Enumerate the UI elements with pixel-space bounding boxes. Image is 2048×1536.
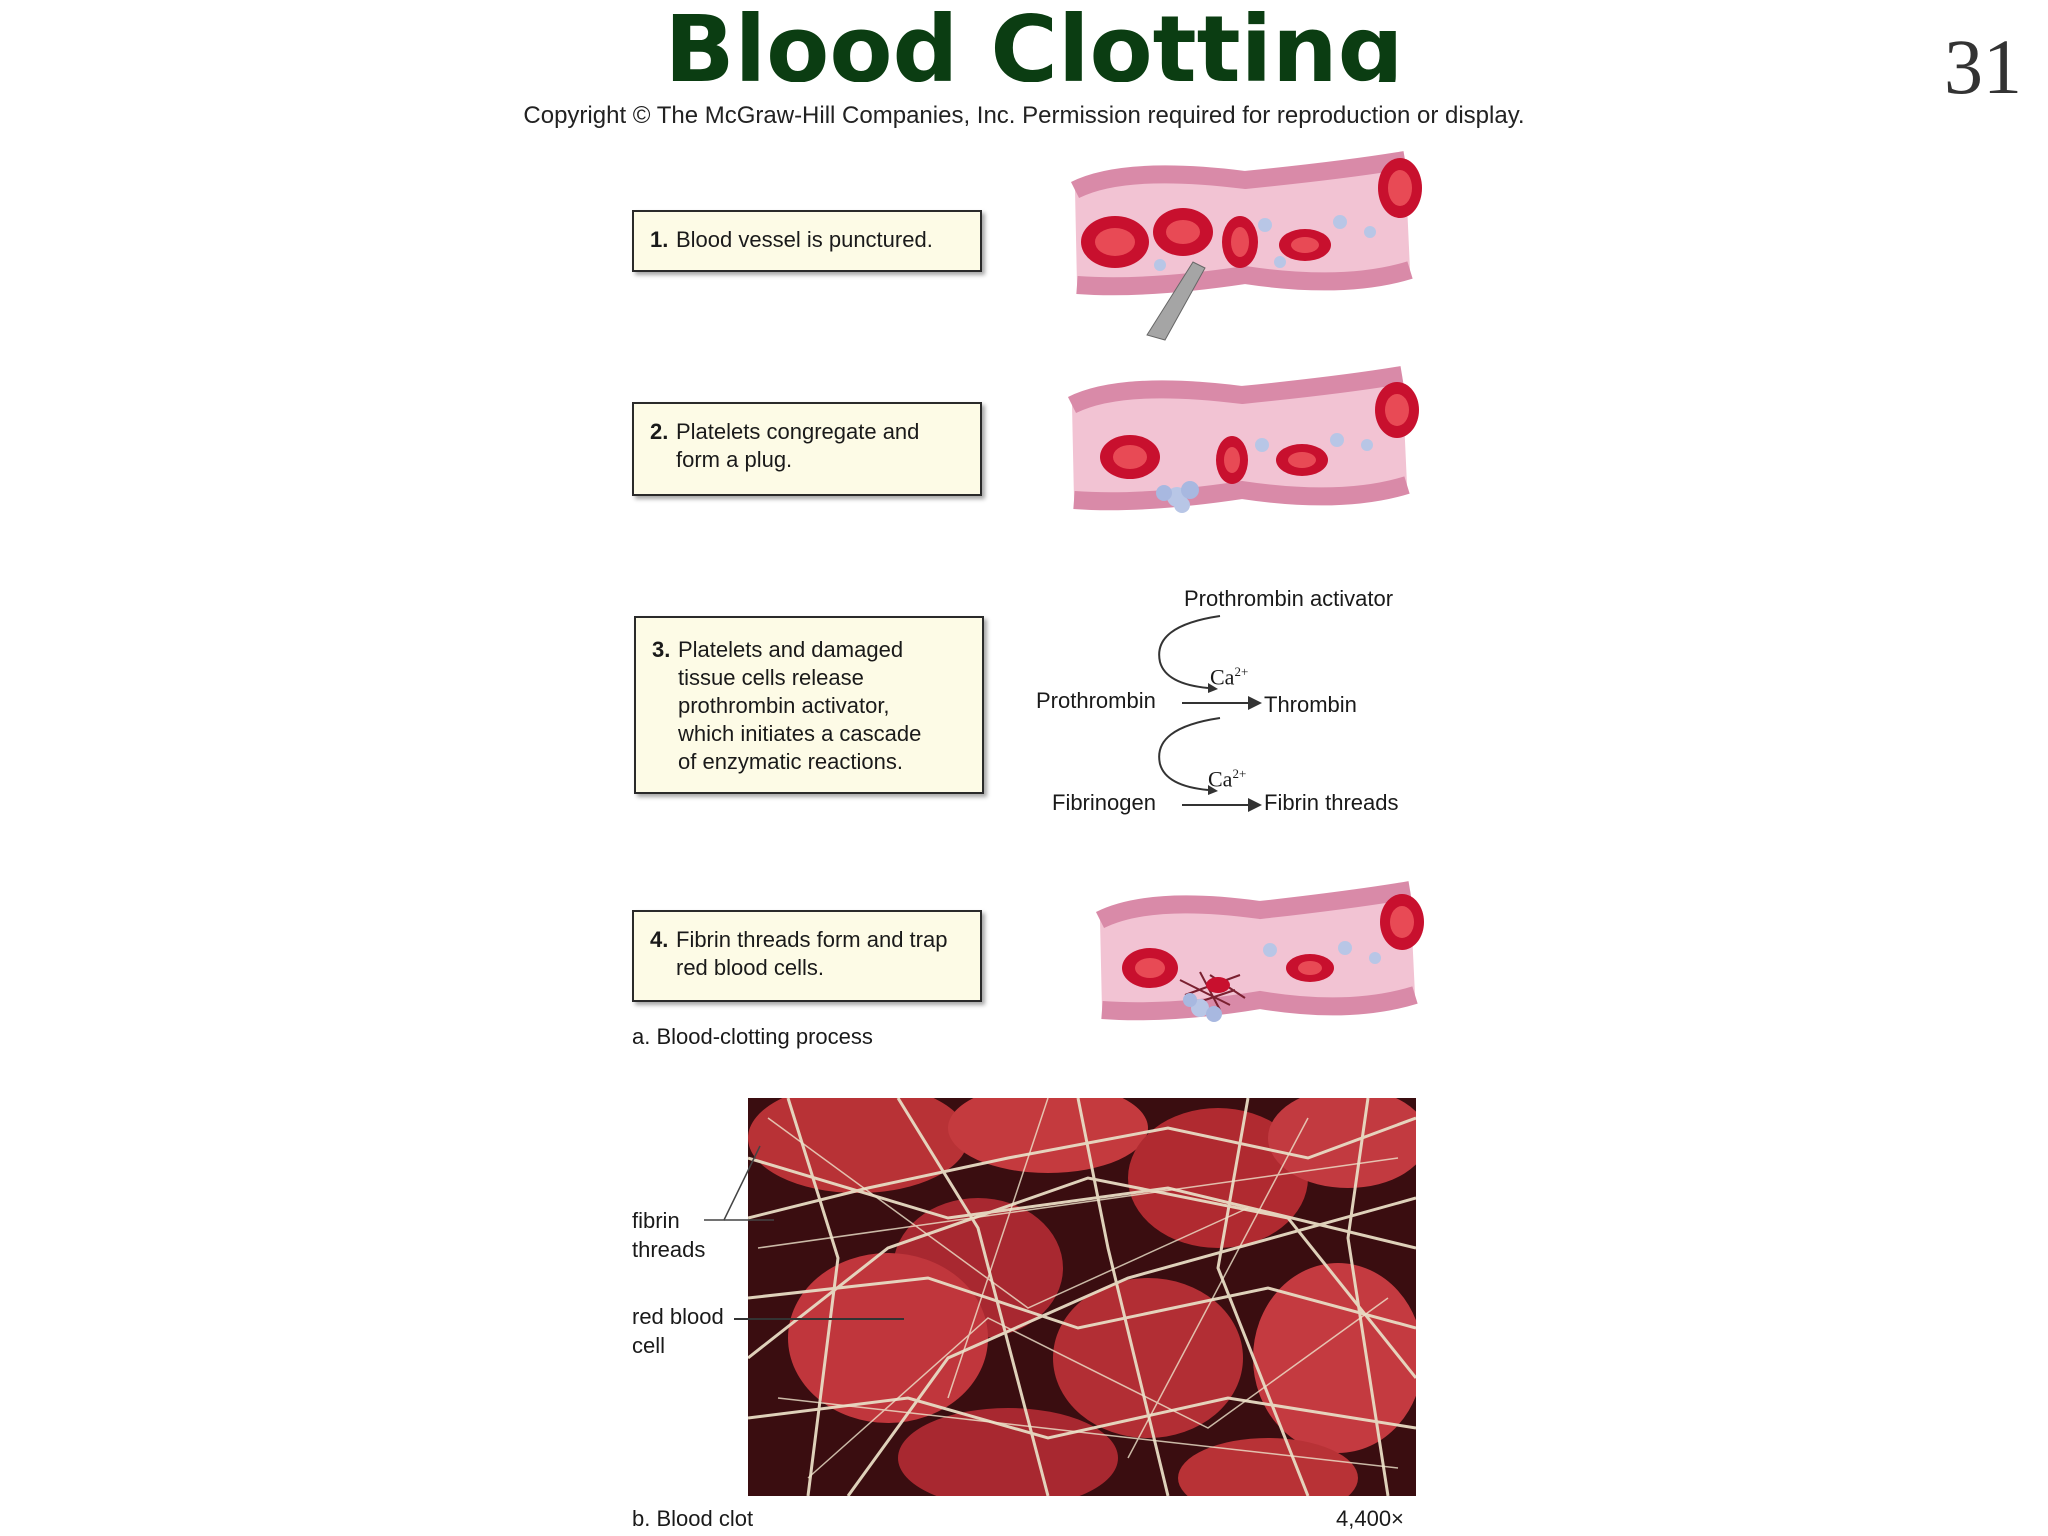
punctured-vessel-illustration (1070, 151, 1422, 341)
prothrombin-activator-label: Prothrombin activator (1184, 586, 1394, 611)
step-3-number: 3. (652, 637, 671, 662)
thrombin-arrow (1158, 717, 1221, 795)
step-4-number: 4. (650, 927, 669, 952)
step-3-text: Platelets and damaged tissue cells relea… (678, 637, 922, 774)
prothrombin-arrow-line (1182, 702, 1250, 704)
slide-title: Blood Clotting (664, 0, 1404, 82)
caption-part-a: a. Blood-clotting process (632, 1024, 873, 1049)
caption-part-b: b. Blood clot (632, 1506, 754, 1531)
calcium-label-2: Ca2+ (1208, 766, 1247, 792)
step-1-text: Blood vessel is punctured. (676, 227, 933, 252)
fibrinogen-arrow-line (1182, 804, 1250, 806)
slide-number: 31 (1944, 23, 2022, 110)
step-2-text: Platelets congregate and form a plug. (676, 419, 920, 472)
fibrin-threads-label: Fibrin threads (1264, 790, 1399, 815)
platelet-plug-illustration (1067, 366, 1419, 513)
step-4-text: Fibrin threads form and trap red blood c… (676, 927, 948, 980)
step-2-number: 2. (650, 419, 669, 444)
prothrombin-arrowhead (1248, 696, 1262, 710)
fibrin-pointer-lines (704, 1145, 774, 1221)
fibrinogen-arrowhead (1248, 798, 1262, 812)
step-1-box: 1. Blood vessel is punctured. (632, 210, 982, 272)
copyright-notice: Copyright © The McGraw-Hill Companies, I… (523, 102, 1525, 129)
step-1-number: 1. (650, 227, 669, 252)
activator-arrow (1158, 615, 1221, 693)
magnification-label: 4,400× (1336, 1506, 1404, 1531)
fibrin-clot-vessel-illustration (1095, 881, 1424, 1022)
red-blood-cell-pointer-label: red blood cell (632, 1304, 724, 1358)
fibrin-threads-pointer-label: fibrin threads (632, 1208, 706, 1262)
calcium-label-1: Ca2+ (1210, 664, 1249, 690)
prothrombin-label: Prothrombin (1036, 688, 1156, 713)
blood-clot-micrograph (748, 1098, 1416, 1496)
rbc-pointer-line (734, 1318, 904, 1320)
step-4-box: 4. Fibrin threads form and trap red bloo… (632, 910, 982, 1002)
fibrinogen-label: Fibrinogen (1052, 790, 1156, 815)
thrombin-label: Thrombin (1264, 692, 1357, 717)
step-3-box: 3. Platelets and damaged tissue cells re… (634, 616, 984, 794)
step-2-box: 2. Platelets congregate and form a plug. (632, 402, 982, 496)
